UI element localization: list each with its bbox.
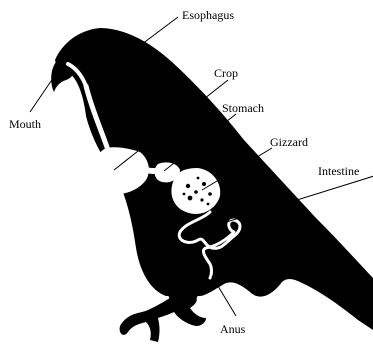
label-crop: Crop — [214, 66, 238, 80]
label-mouth: Mouth — [9, 117, 41, 131]
bird-foot — [120, 298, 206, 342]
label-stomach: Stomach — [222, 101, 264, 115]
label-anus: Anus — [220, 322, 246, 336]
label-gizzard: Gizzard — [270, 135, 308, 149]
leader-mouth — [30, 68, 60, 112]
label-esophagus: Esophagus — [182, 8, 234, 22]
label-intestine: Intestine — [318, 164, 359, 178]
